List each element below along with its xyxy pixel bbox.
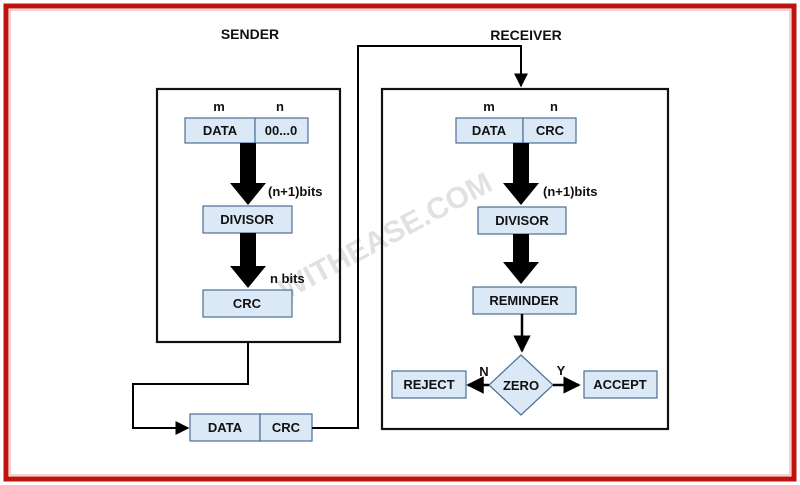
receiver-frame [380, 87, 670, 431]
reject-label: REJECT [403, 377, 454, 392]
sender-title: SENDER [221, 26, 279, 42]
accept-label: ACCEPT [593, 377, 647, 392]
receiver-arrow-2 [503, 234, 539, 284]
receiver-divisor-box [477, 206, 567, 235]
receiver-remainder-label: REMINDER [489, 293, 559, 308]
receiver-arrow-1 [503, 143, 539, 205]
sender-divisor-box [202, 205, 293, 234]
receiver-crc-label: CRC [536, 123, 565, 138]
sender-to-channel-line [132, 342, 249, 435]
receiver-data-label: DATA [472, 123, 507, 138]
sender-arrow-2 [230, 233, 266, 288]
receiver-data-box [455, 117, 524, 144]
sender-col-n: n [276, 99, 284, 114]
receiver-col-m: m [483, 99, 495, 114]
outer-border [3, 3, 797, 482]
sender-zeros-box [254, 117, 309, 144]
sender-divisor-bits: (n+1)bits [268, 184, 323, 199]
sender-divisor-label: DIVISOR [220, 212, 274, 227]
sender-data-box [184, 117, 256, 144]
tx-data-label: DATA [208, 420, 243, 435]
tx-crc-box [259, 413, 313, 442]
decision-label: ZERO [503, 378, 539, 393]
tx-crc-label: CRC [272, 420, 301, 435]
receiver-divisor-bits: (n+1)bits [543, 184, 598, 199]
inner-border [9, 9, 791, 476]
receiver-col-n: n [550, 99, 558, 114]
sender-arrow-1 [230, 143, 266, 205]
reject-box [391, 370, 467, 399]
yes-label: Y [557, 363, 566, 378]
receiver-title: RECEIVER [490, 27, 562, 43]
accept-box [583, 370, 658, 399]
no-label: N [479, 364, 488, 379]
decision-diamond [488, 354, 554, 416]
sender-crc-label: CRC [233, 296, 262, 311]
receiver-divisor-label: DIVISOR [495, 213, 549, 228]
receiver-remainder-box [472, 286, 577, 315]
receiver-crc-box [522, 117, 577, 144]
channel-to-receiver-line [312, 45, 528, 429]
sender-col-m: m [213, 99, 225, 114]
sender-data-label: DATA [203, 123, 238, 138]
sender-zeros-label: 00...0 [265, 123, 298, 138]
sender-crc-box [202, 289, 293, 318]
sender-crc-bits: n bits [270, 271, 305, 286]
